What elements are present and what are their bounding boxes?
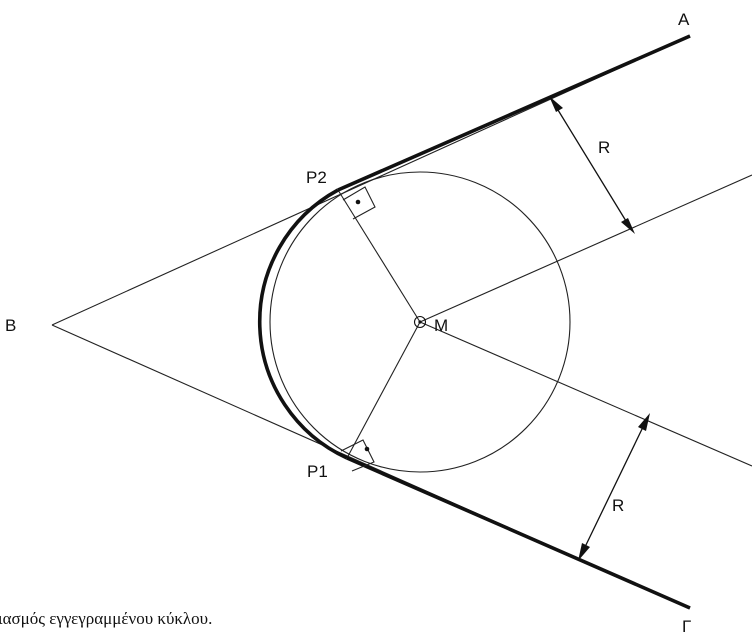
- figure-caption: ιασμός εγγεγραμμένου κύκλου.: [0, 609, 212, 628]
- offset-line-lower: [419, 321, 752, 467]
- offset-line-upper: [419, 174, 752, 323]
- label-b: B: [5, 316, 16, 335]
- fillet-arc: [257, 188, 348, 460]
- label-r-top: R: [598, 138, 610, 157]
- label-p2: P2: [306, 168, 327, 187]
- label-p1: P1: [307, 462, 328, 481]
- label-a: A: [678, 10, 690, 29]
- center-point-marker: [413, 315, 427, 329]
- label-m: M: [434, 316, 448, 335]
- label-r-bottom: R: [612, 496, 624, 515]
- dimension-arrow-bottom: [578, 413, 650, 561]
- right-angle-mark-p2: [342, 186, 376, 220]
- label-gamma: Γ: [682, 617, 691, 634]
- radius-to-p1: [346, 321, 421, 459]
- radius-to-p2: [337, 189, 421, 323]
- dimension-arrow-top: [549, 96, 635, 234]
- thick-segment-upper: [337, 34, 691, 192]
- right-angle-mark-p1: [340, 439, 375, 472]
- inscribed-circle: [269, 171, 571, 473]
- thick-segment-lower: [346, 456, 691, 610]
